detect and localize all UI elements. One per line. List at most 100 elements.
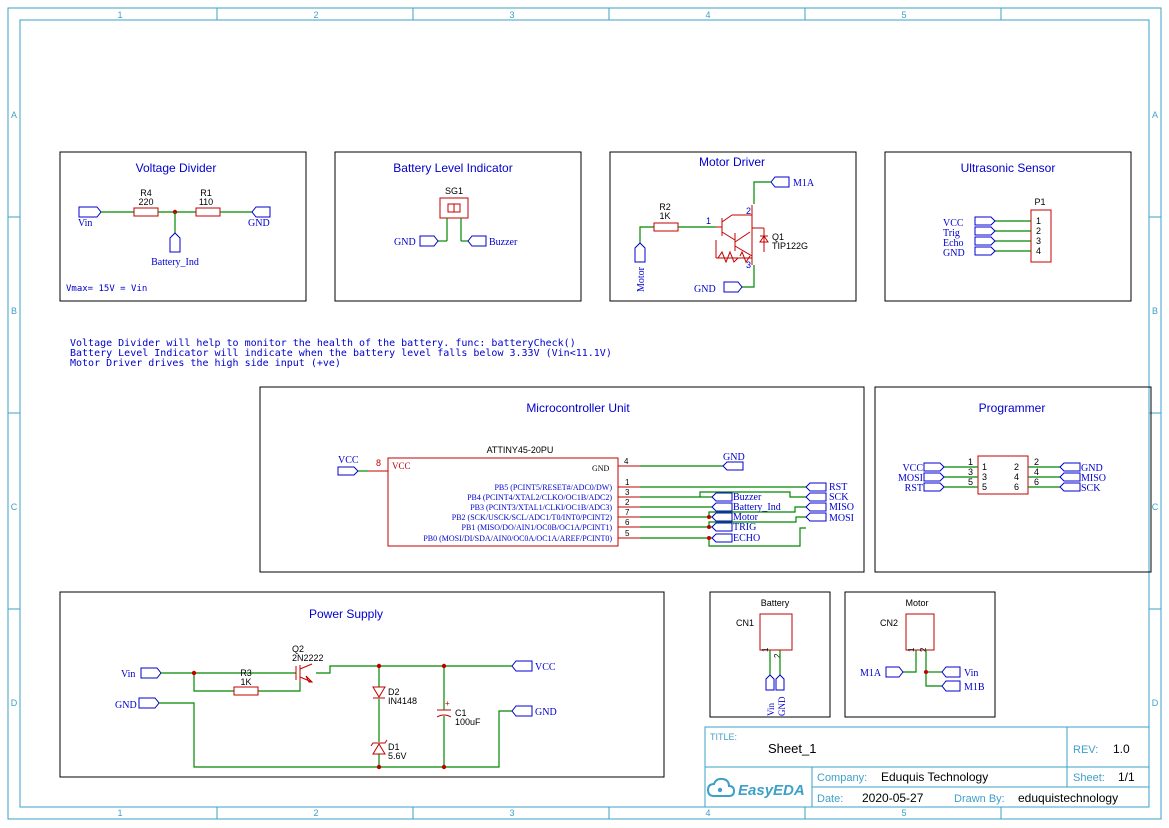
- mcu-net-echo: ECHO: [733, 533, 760, 544]
- ps-gnd-port: [138, 697, 160, 709]
- col-label-2-bottom: 2: [313, 808, 318, 818]
- cn2-pin2: 2: [919, 647, 928, 652]
- q1-pin3: 3: [746, 260, 751, 270]
- mcu-vcc-port: [337, 466, 359, 476]
- prog-pin5-in: 5: [982, 482, 987, 492]
- r3-ref: R3: [240, 668, 252, 678]
- cn1-ref: CN1: [736, 618, 754, 628]
- diode-d2: [372, 686, 386, 699]
- cn1-pin2: 2: [773, 653, 782, 658]
- transistor-q2: [295, 663, 314, 683]
- mcu-gnd-pin: 4: [624, 457, 629, 466]
- zener-d1: [370, 739, 388, 755]
- resistor-r3: [233, 686, 259, 696]
- row-label-d-right: D: [1152, 698, 1159, 708]
- r2-value: 1K: [659, 211, 670, 221]
- cn2-net-vin: Vin: [964, 668, 978, 679]
- c1-value: 100uF: [455, 717, 481, 727]
- drawn-by-label: Drawn By:: [954, 793, 1005, 805]
- m1a-net-port: [770, 176, 790, 188]
- motor-conn-title: Motor: [905, 598, 928, 608]
- vin-net-port: [78, 206, 102, 218]
- mcu-pin-num-1: 1: [625, 478, 630, 487]
- prog-pin2-out: 2: [1034, 457, 1039, 467]
- attiny45-chip: [387, 457, 619, 547]
- prog-pin4-out: 4: [1034, 467, 1039, 477]
- r1-ref: R1: [200, 188, 212, 198]
- cn2-m1a-port: [885, 666, 904, 678]
- sheet-label: Sheet:: [1073, 772, 1105, 784]
- sheet-value: 1/1: [1118, 770, 1135, 784]
- cn2-pin1: 1: [907, 647, 916, 652]
- cn1-net-gnd: GND: [777, 696, 787, 716]
- mcu-gnd-label: GND: [592, 464, 610, 473]
- resistor-r2: [653, 222, 679, 232]
- cloud-icon: [706, 777, 736, 797]
- buzzer-net-label: Buzzer: [489, 237, 518, 248]
- row-label-c-right: C: [1152, 502, 1159, 512]
- mcu-pin-num-2: 2: [625, 498, 630, 507]
- q2-ref: Q2: [292, 644, 304, 654]
- us-pin2-net: Trig: [943, 228, 960, 239]
- p1-ref: P1: [1034, 197, 1045, 207]
- mcu-vcc-pin: 8: [376, 458, 381, 468]
- isp-header: [977, 455, 1029, 495]
- vin-net-label: Vin: [78, 218, 92, 229]
- row-label-a: A: [11, 110, 17, 120]
- resistor-r1: [195, 207, 221, 217]
- mcu-net-sck: SCK: [829, 492, 849, 503]
- ps-gndout-net: GND: [535, 707, 557, 718]
- col-label-1-bottom: 1: [117, 808, 122, 818]
- mcu-vcc-net: VCC: [338, 455, 359, 466]
- company-label: Company:: [817, 772, 867, 784]
- q2-value: 2N2222: [292, 653, 324, 663]
- col-label-4: 4: [705, 10, 710, 20]
- r4-ref: R4: [140, 188, 152, 198]
- ps-gnd-net: GND: [115, 700, 137, 711]
- q1-pin2: 2: [746, 206, 751, 216]
- row-label-c: C: [11, 502, 18, 512]
- mcu-net-battery-ind: Battery_Ind: [733, 502, 781, 513]
- date-label: Date:: [817, 793, 843, 805]
- r4-value: 220: [138, 197, 153, 207]
- q1-pin1: 1: [706, 216, 711, 226]
- power-supply-block: Power Supply Vin GND R3 1K: [59, 591, 665, 778]
- date-value: 2020-05-27: [862, 791, 924, 805]
- mcu-pin-pb4: PB4 (PCINT4/XTAL2/CLKO/OC1B/ADC2): [467, 493, 612, 502]
- us-pin1-net: VCC: [943, 218, 964, 229]
- cn1-pin1: 1: [761, 647, 770, 652]
- prog-pin5-out: 5: [968, 477, 973, 487]
- prog-pin3-out: 3: [968, 467, 973, 477]
- mcu-pin-pb0: PB0 (MOSI/DI/SDA/AIN0/OC0A/OC1A/AREF/PCI…: [423, 534, 612, 543]
- voltage-divider-block: Voltage Divider Vin R4 220 Battery_Ind R…: [59, 151, 307, 302]
- prog-pin4-in: 4: [1014, 472, 1019, 482]
- ultrasonic-title: Ultrasonic Sensor: [961, 161, 1056, 175]
- prog-pin3-in: 3: [982, 472, 987, 482]
- easyeda-logo: EasyEDA: [706, 777, 805, 799]
- mcu-pin-num-7: 7: [625, 508, 630, 517]
- connector-cn1: [759, 613, 793, 651]
- mcu-pin-num-6: 6: [625, 518, 630, 527]
- col-label-3: 3: [509, 10, 514, 20]
- ultrasonic-block: Ultrasonic Sensor P1 VCC Trig Echo GND 1…: [884, 151, 1132, 302]
- r2-ref: R2: [659, 202, 671, 212]
- prog-pin6-in: 6: [1014, 482, 1019, 492]
- us-pin4-num: 4: [1036, 246, 1041, 256]
- gnd-net-port-md: [723, 281, 743, 293]
- c1-ref: C1: [455, 708, 467, 718]
- mcu-part: ATTINY45-20PU: [487, 445, 554, 455]
- design-notes: Voltage Divider will help to monitor the…: [70, 338, 612, 369]
- row-label-b-right: B: [1152, 306, 1158, 316]
- company-value: Eduquis Technology: [881, 770, 988, 784]
- mcu-block: Microcontroller Unit ATTINY45-20PU VCC 8…: [259, 386, 865, 573]
- col-label-3-bottom: 3: [509, 808, 514, 818]
- mcu-net-miso: MISO: [829, 502, 854, 513]
- mcu-net-buzzer: Buzzer: [733, 492, 762, 503]
- resistor-r4: [133, 207, 159, 217]
- prog-net-miso: MISO: [1081, 473, 1106, 484]
- battery-level-block: Battery Level Indicator SG1 GND Buzzer: [334, 151, 582, 302]
- prog-net-rst: RST: [905, 483, 923, 494]
- col-label-4-bottom: 4: [705, 808, 710, 818]
- us-pin3-num: 3: [1036, 236, 1041, 246]
